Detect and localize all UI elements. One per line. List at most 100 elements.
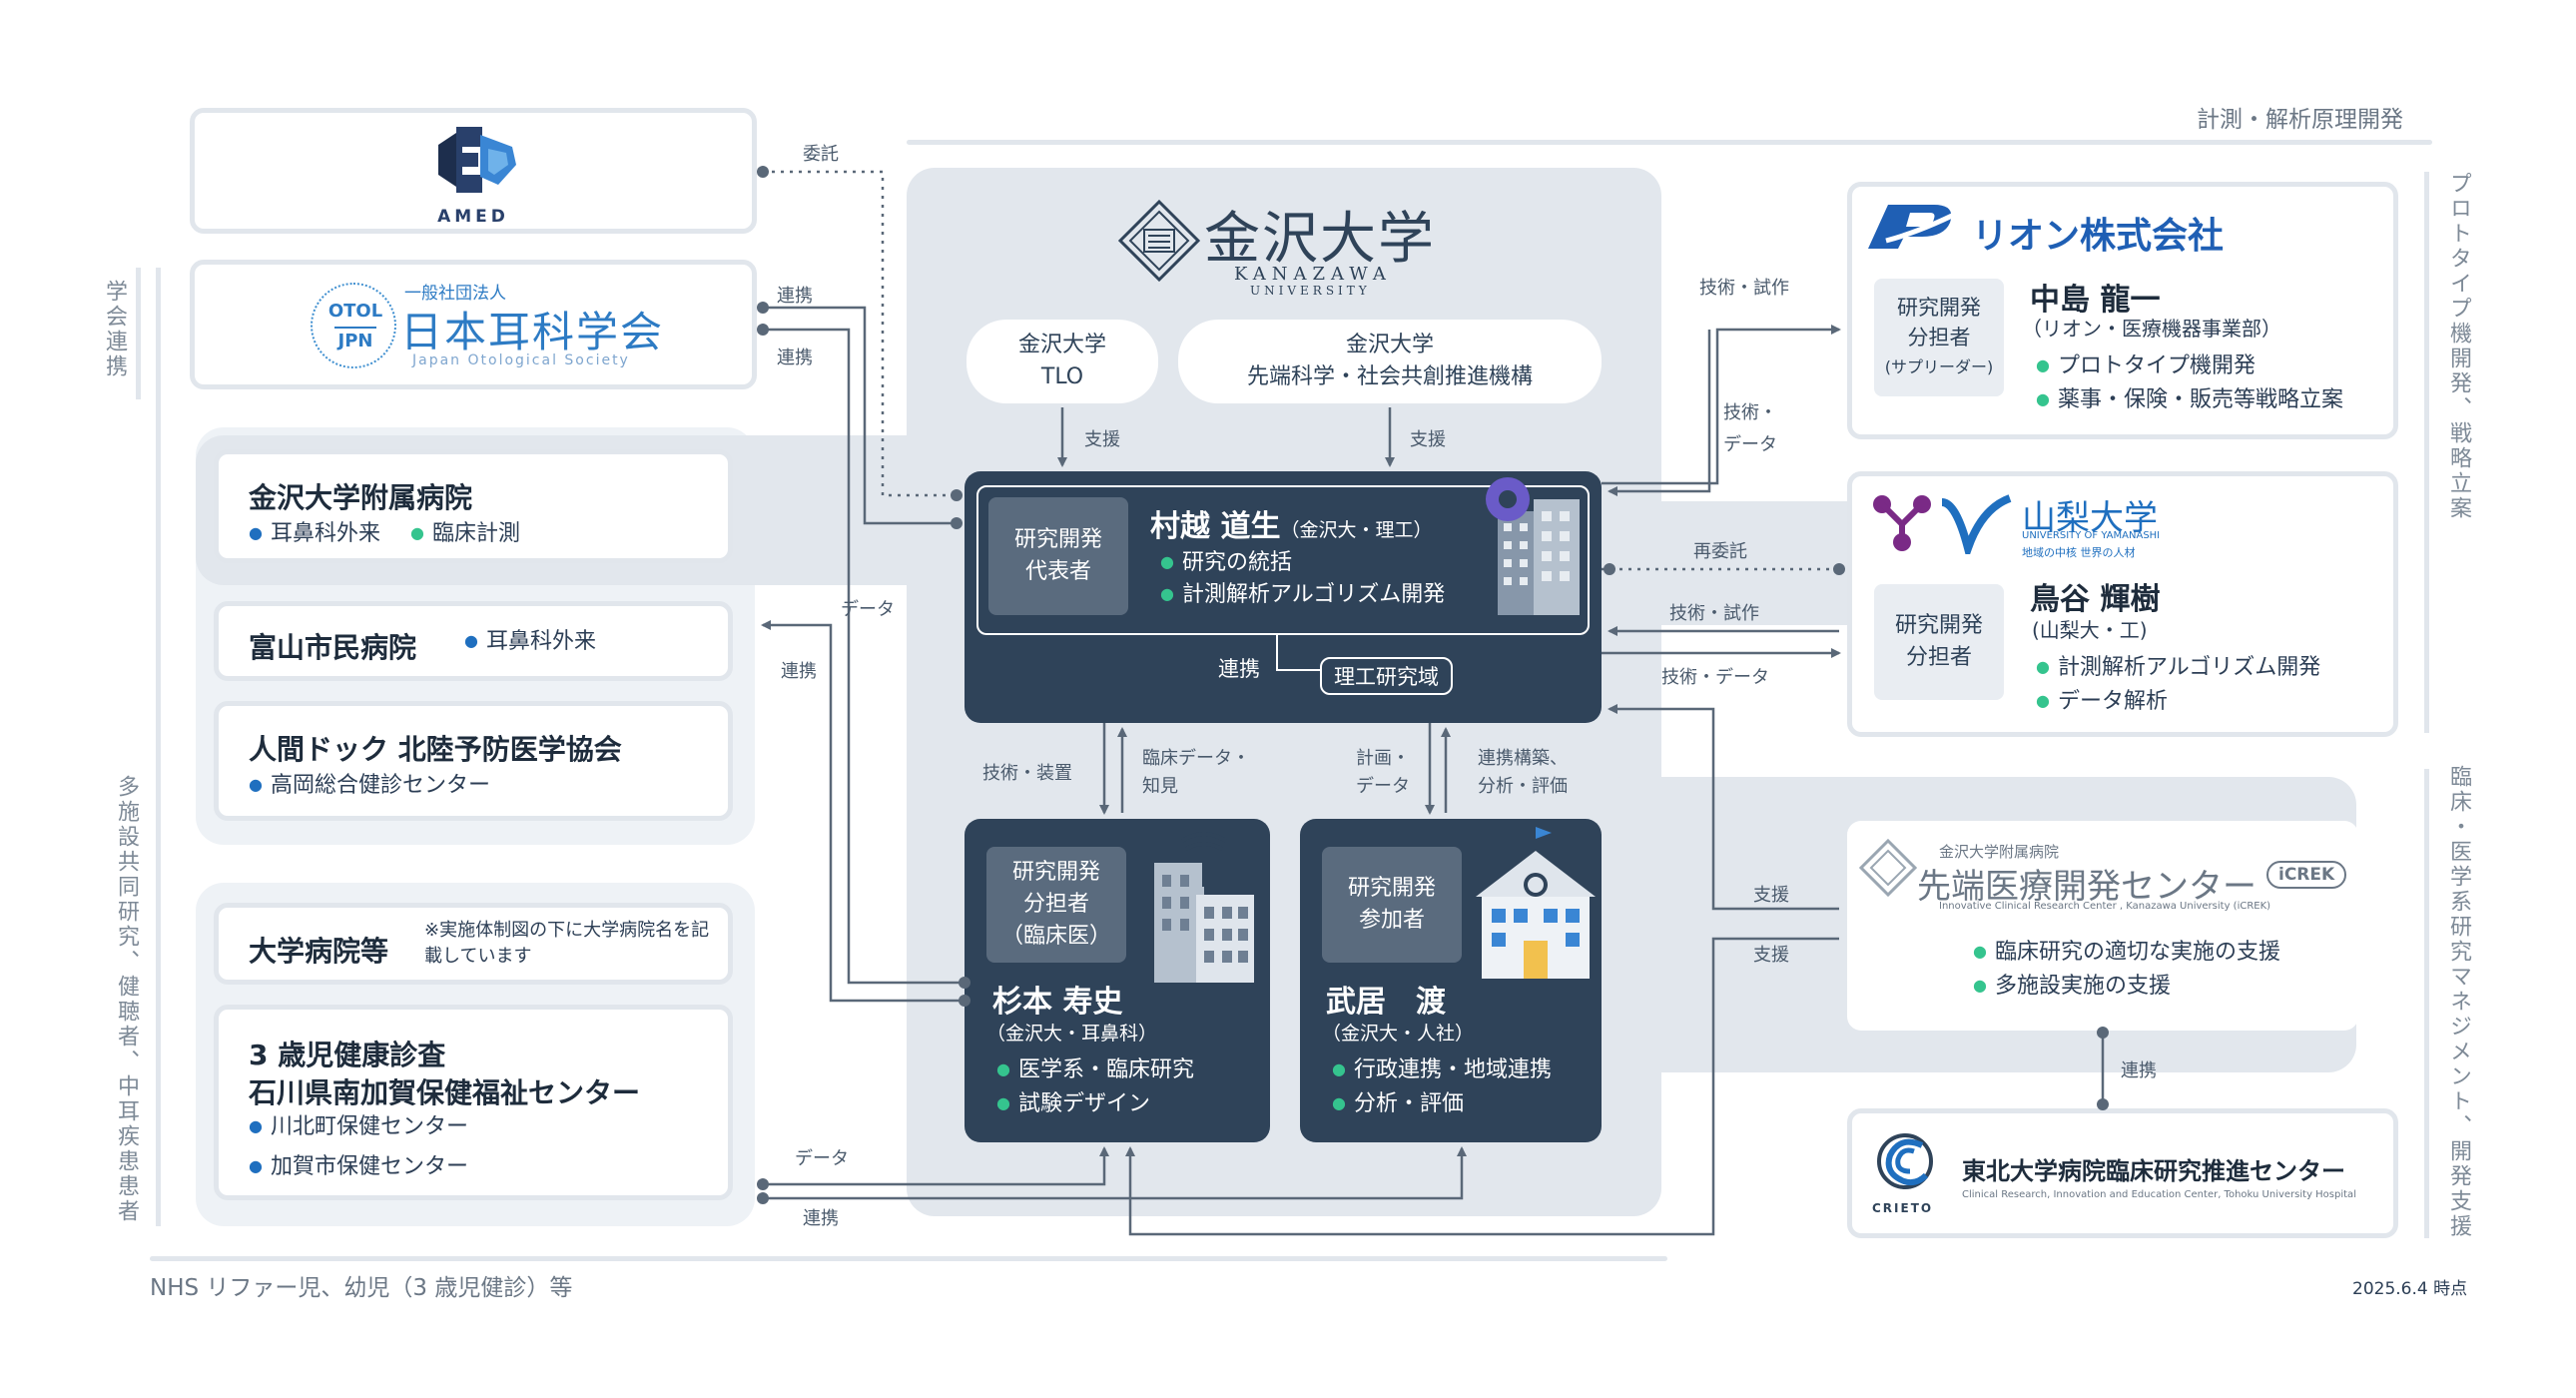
rep-box: 研究開発代表者 村越 道生（金沢大・理工） ●研究の統括 ●計測解析アルゴリズム… [965,471,1602,723]
hospital-name-line1: 3 歳児健康診査 [249,1039,446,1071]
kanazawa-emblem-icon [1118,200,1200,282]
rep-renkei: 連携 [1218,657,1260,681]
right-divider-1 [2424,172,2429,733]
edge-label-renkei-kouchiku: 連携構築、分析・評価 [1478,748,1568,797]
sugimoto-item: ●試験デザイン [996,1091,1150,1116]
icrek-en: Innovative Clinical Research Center , Ka… [1939,901,2271,912]
hospital-item: ●高岡総合健診センター [249,773,490,798]
takei-role: 研究開発参加者 [1322,847,1462,963]
hospital-card-toyama: 富山市民病院 ●耳鼻科外来 [214,601,733,681]
sugimoto-item: ●医学系・臨床研究 [996,1057,1194,1082]
rep-item: ●研究の統括 [1160,550,1292,575]
edge-label-renkei2: 連携 [777,348,813,368]
crieto-card: CRIETO 東北大学病院臨床研究推進センター Clinical Researc… [1847,1108,2398,1238]
rion-role: 研究開発分担者(サプリーダー) [1874,279,2004,396]
vertical-label-prototype: プロトタイプ機開発、戦略立案 [2446,172,2471,521]
jos-card: OTOL JPN 一般社団法人 日本耳科学会 Japan Otological … [190,260,757,389]
edge-label-itaku: 委託 [803,144,839,165]
edge-label-keikaku-data: 計画・データ [1356,748,1410,797]
edge-label-gijutsu-data-rion: 技術・データ [1723,402,1777,455]
hospital-card-hokuriku: 人間ドック 北陸予防医学協会 ●高岡総合健診センター [214,701,733,821]
hospital-card-kanazawa: 金沢大学附属病院 ●耳鼻科外来 ●臨床計測 [214,449,733,563]
jos-title: 日本耳科学会 [400,308,665,356]
sugimoto-role: 研究開発分担者（臨床医） [986,847,1126,963]
sugimoto-aff: （金沢大・耳鼻科） [986,1023,1158,1045]
hospital-item: ●耳鼻科外来 [249,521,380,546]
edge-label-data-left: データ [841,599,895,620]
takei-name: 武居 渡 [1326,985,1446,1020]
yamanashi-name: 鳥谷 輝樹 [2030,582,2161,617]
sugimoto-name: 杉本 寿史 [992,985,1123,1020]
edge-label-gijutsu-shisaku-rion: 技術・試作 [1699,278,1789,299]
crieto-en: Clinical Research, Innovation and Educat… [1962,1189,2356,1200]
yamanashi-card: 山梨大学 UNIVERSITY OF YAMANASHI 地域の中核 世界の人材… [1847,471,2398,737]
icrek-card: 金沢大学附属病院 先端医療開発センター iCREK Innovative Cli… [1847,821,2358,1031]
takei-box: 研究開発参加者 武居 渡 （金沢大・人社） ●行政連携・地域連携 ●分析・評価 [1300,819,1602,1142]
icrek-small: 金沢大学附属病院 [1939,843,2060,861]
icrek-item: ●多施設実施の支援 [1973,974,2171,999]
kiko-pill: 金沢大学先端科学・社会共創推進機構 [1178,320,1602,403]
left-divider-1 [136,268,141,399]
edge-label-renkei-bottom: 連携 [803,1208,839,1229]
footer-left: NHS リファー児、幼児（3 歳児健診）等 [150,1275,573,1301]
riko-tag: 理工研究域 [1320,657,1453,695]
kanazawa-en1: KANAZAWA [1234,264,1392,285]
edge-label-saiitaku: 再委託 [1693,541,1747,562]
takei-item: ●行政連携・地域連携 [1332,1057,1552,1082]
footer-date: 2025.6.4 時点 [2352,1279,2468,1299]
icrek-badge: iCREK [2266,861,2347,889]
edge-label-renkei1: 連携 [777,286,813,307]
right-divider-2 [2424,769,2429,1238]
yamanashi-motto: 地域の中核 世界の人材 [2022,546,2136,559]
rep-item: ●計測解析アルゴリズム開発 [1160,582,1446,607]
yamanashi-en: UNIVERSITY OF YAMANASHI [2022,530,2161,541]
crieto-abbr: CRIETO [1872,1201,1934,1215]
vertical-label-clinical: 臨床・医学系研究マネジメント、開発支援 [2446,765,2471,1239]
edge-label-rinsho-data: 臨床データ・知見 [1142,748,1250,797]
edge-label-renkei-crieto: 連携 [2121,1060,2157,1081]
vertical-label-tashisetsu: 多施設共同研究、健聴者、中耳疾患患者 [114,775,139,1224]
yamanashi-aff: (山梨大・工) [2032,618,2148,642]
edge-label-gijutsu-shisaku-yam: 技術・試作 [1669,603,1759,624]
rion-item: ●プロトタイプ機開発 [2036,353,2255,378]
amed-logo-icon [438,127,516,193]
rep-inner-frame [976,485,1590,635]
vertical-label-gakkai: 学会連携 [102,280,127,379]
rion-item: ●薬事・保険・販売等戦略立案 [2036,387,2343,412]
hospital-name: 富山市民病院 [249,631,417,664]
edge-label-shien2: 支援 [1753,945,1789,966]
hospital-building-icon [1154,831,1254,983]
hospital-name: 大学病院等 [249,935,389,968]
support-label-tlo: 支援 [1084,429,1120,450]
hospital-item: ●加賀市保健センター [249,1154,468,1179]
hospital-item: ●臨床計測 [410,521,520,546]
edge-label-data-bottom: データ [795,1148,849,1169]
top-divider [907,140,2432,145]
yamanashi-item: ●データ解析 [2036,689,2168,714]
left-divider-2 [156,268,161,1226]
jos-small-title: 一般社団法人 [404,284,506,304]
hospital-item: ●耳鼻科外来 [464,629,596,654]
rion-name: 中島 龍一 [2030,283,2161,318]
crieto-name: 東北大学病院臨床研究推進センター [1962,1157,2345,1185]
jos-en: Japan Otological Society [412,352,630,368]
hospital-card-kenshin: 3 歳児健康診査 石川県南加賀保健福祉センター ●川北町保健センター ●加賀市保… [214,1005,733,1200]
rep-name: 村越 道生（金沢大・理工） [1150,509,1433,544]
icrek-item: ●臨床研究の適切な実施の支援 [1973,940,2280,965]
crieto-logo-icon [1877,1133,1933,1189]
rep-role: 研究開発代表者 [988,497,1128,615]
riko-connector-h [1276,669,1320,671]
rion-aff: （リオン・医療機器事業部） [2022,317,2281,341]
edge-label-shien1: 支援 [1753,885,1789,906]
jos-mark-icon: OTOL JPN [311,283,396,368]
hospital-card-daigaku: 大学病院等 ※実施体制図の下に大学病院名を記載しています [214,903,733,985]
rion-logo-icon [1868,204,1972,249]
hospital-note: ※実施体制図の下に大学病院名を記載しています [424,920,710,967]
hospital-item: ●川北町保健センター [249,1114,468,1139]
edge-label-renkei-left: 連携 [781,661,817,682]
school-building-icon [1476,827,1596,979]
rion-card: リオン株式会社 研究開発分担者(サプリーダー) 中島 龍一 （リオン・医療機器事… [1847,182,2398,439]
